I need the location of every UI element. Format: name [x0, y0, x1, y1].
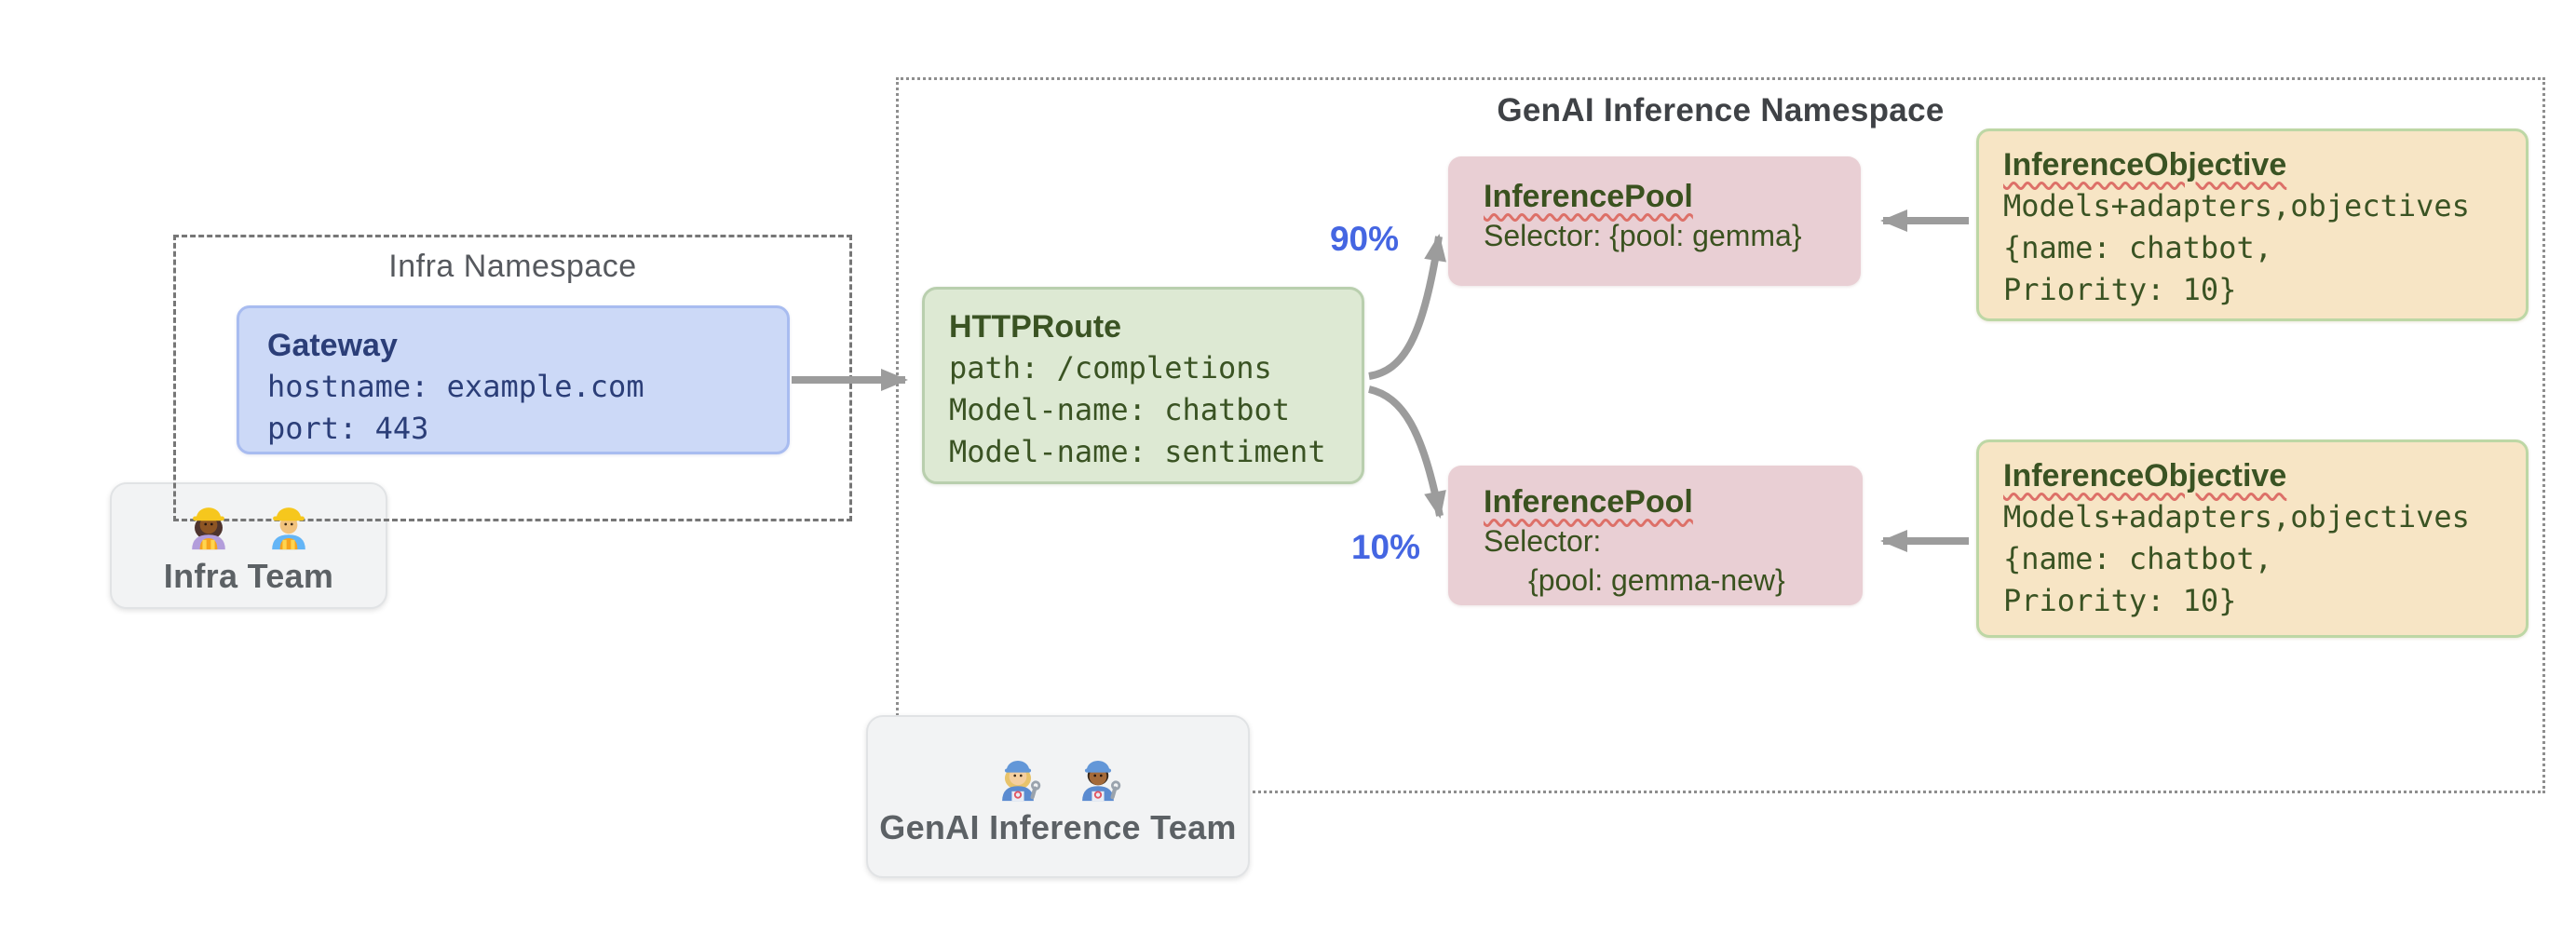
construction-worker-man-emoji: [272, 507, 305, 550]
traffic-weight-90: 90%: [1329, 220, 1400, 258]
httproute-path: path: /completions: [949, 350, 1272, 385]
inference-objective-top-name: {name: chatbot,: [2003, 230, 2272, 265]
httproute-model-sentiment: Model-name: sentiment: [949, 434, 1326, 469]
inference-objective-top-models: Models+adapters,objectives: [2003, 188, 2470, 223]
httproute-model-chatbot: Model-name: chatbot: [949, 392, 1291, 427]
infra-namespace-label: Infra Namespace: [388, 249, 637, 284]
genai-namespace-box: GenAI Inference Namespace: [896, 77, 2545, 793]
genai-team-label: GenAI Inference Team: [879, 807, 1237, 846]
inference-pool-gemma-box: InferencePool Selector: {pool: gemma}: [1448, 156, 1861, 286]
genai-namespace-label: GenAI Inference Namespace: [1497, 92, 1945, 128]
gateway-box: Gateway hostname: example.com port: 443: [237, 305, 790, 454]
inference-objective-bottom-models: Models+adapters,objectives: [2003, 499, 2470, 534]
infra-team-icons: [181, 495, 317, 551]
traffic-weight-10: 10%: [1350, 528, 1421, 566]
httproute-title: HTTPRoute: [949, 309, 1122, 345]
gateway-hostname: hostname: example.com: [267, 369, 644, 404]
infra-team-card-bg: [110, 482, 387, 609]
inference-pool-gemma-selector: Selector: {pool: gemma}: [1484, 219, 1802, 252]
inference-objective-top-box: InferenceObjective Models+adapters,objec…: [1976, 128, 2529, 321]
inference-pool-gemma-new-box: InferencePool Selector: {pool: gemma-new…: [1448, 466, 1863, 605]
genai-team-icons: [990, 747, 1126, 803]
genai-inference-team-card-bg: [866, 715, 1250, 878]
inference-objective-bottom-box: InferenceObjective Models+adapters,objec…: [1976, 439, 2529, 638]
inference-objective-bottom-name: {name: chatbot,: [2003, 541, 2272, 576]
inference-objective-bottom-title: InferenceObjective: [2003, 458, 2287, 494]
inference-objective-top-priority: Priority: 10}: [2003, 272, 2237, 307]
construction-worker-woman-emoji: [192, 507, 225, 550]
genai-inference-team-card: GenAI Inference Team: [866, 715, 1250, 878]
gateway-title: Gateway: [267, 328, 398, 363]
inference-pool-gemma-new-title: InferencePool: [1484, 484, 1693, 520]
inference-objective-bottom-priority: Priority: 10}: [2003, 583, 2237, 618]
mechanic-woman-emoji: [1002, 760, 1041, 801]
httproute-box: HTTPRoute path: /completions Model-name:…: [922, 287, 1364, 484]
gateway-port: port: 443: [267, 411, 429, 446]
mechanic-man-emoji: [1082, 760, 1121, 801]
inference-pool-gemma-new-selector: Selector:: [1484, 524, 1602, 558]
infra-team-card: Infra Team: [110, 482, 387, 609]
inference-objective-top-title: InferenceObjective: [2003, 147, 2287, 183]
inference-pool-gemma-title: InferencePool: [1484, 179, 1693, 214]
inference-pool-gemma-new-selector-value: {pool: gemma-new}: [1528, 563, 1785, 597]
infra-team-label: Infra Team: [163, 557, 334, 595]
